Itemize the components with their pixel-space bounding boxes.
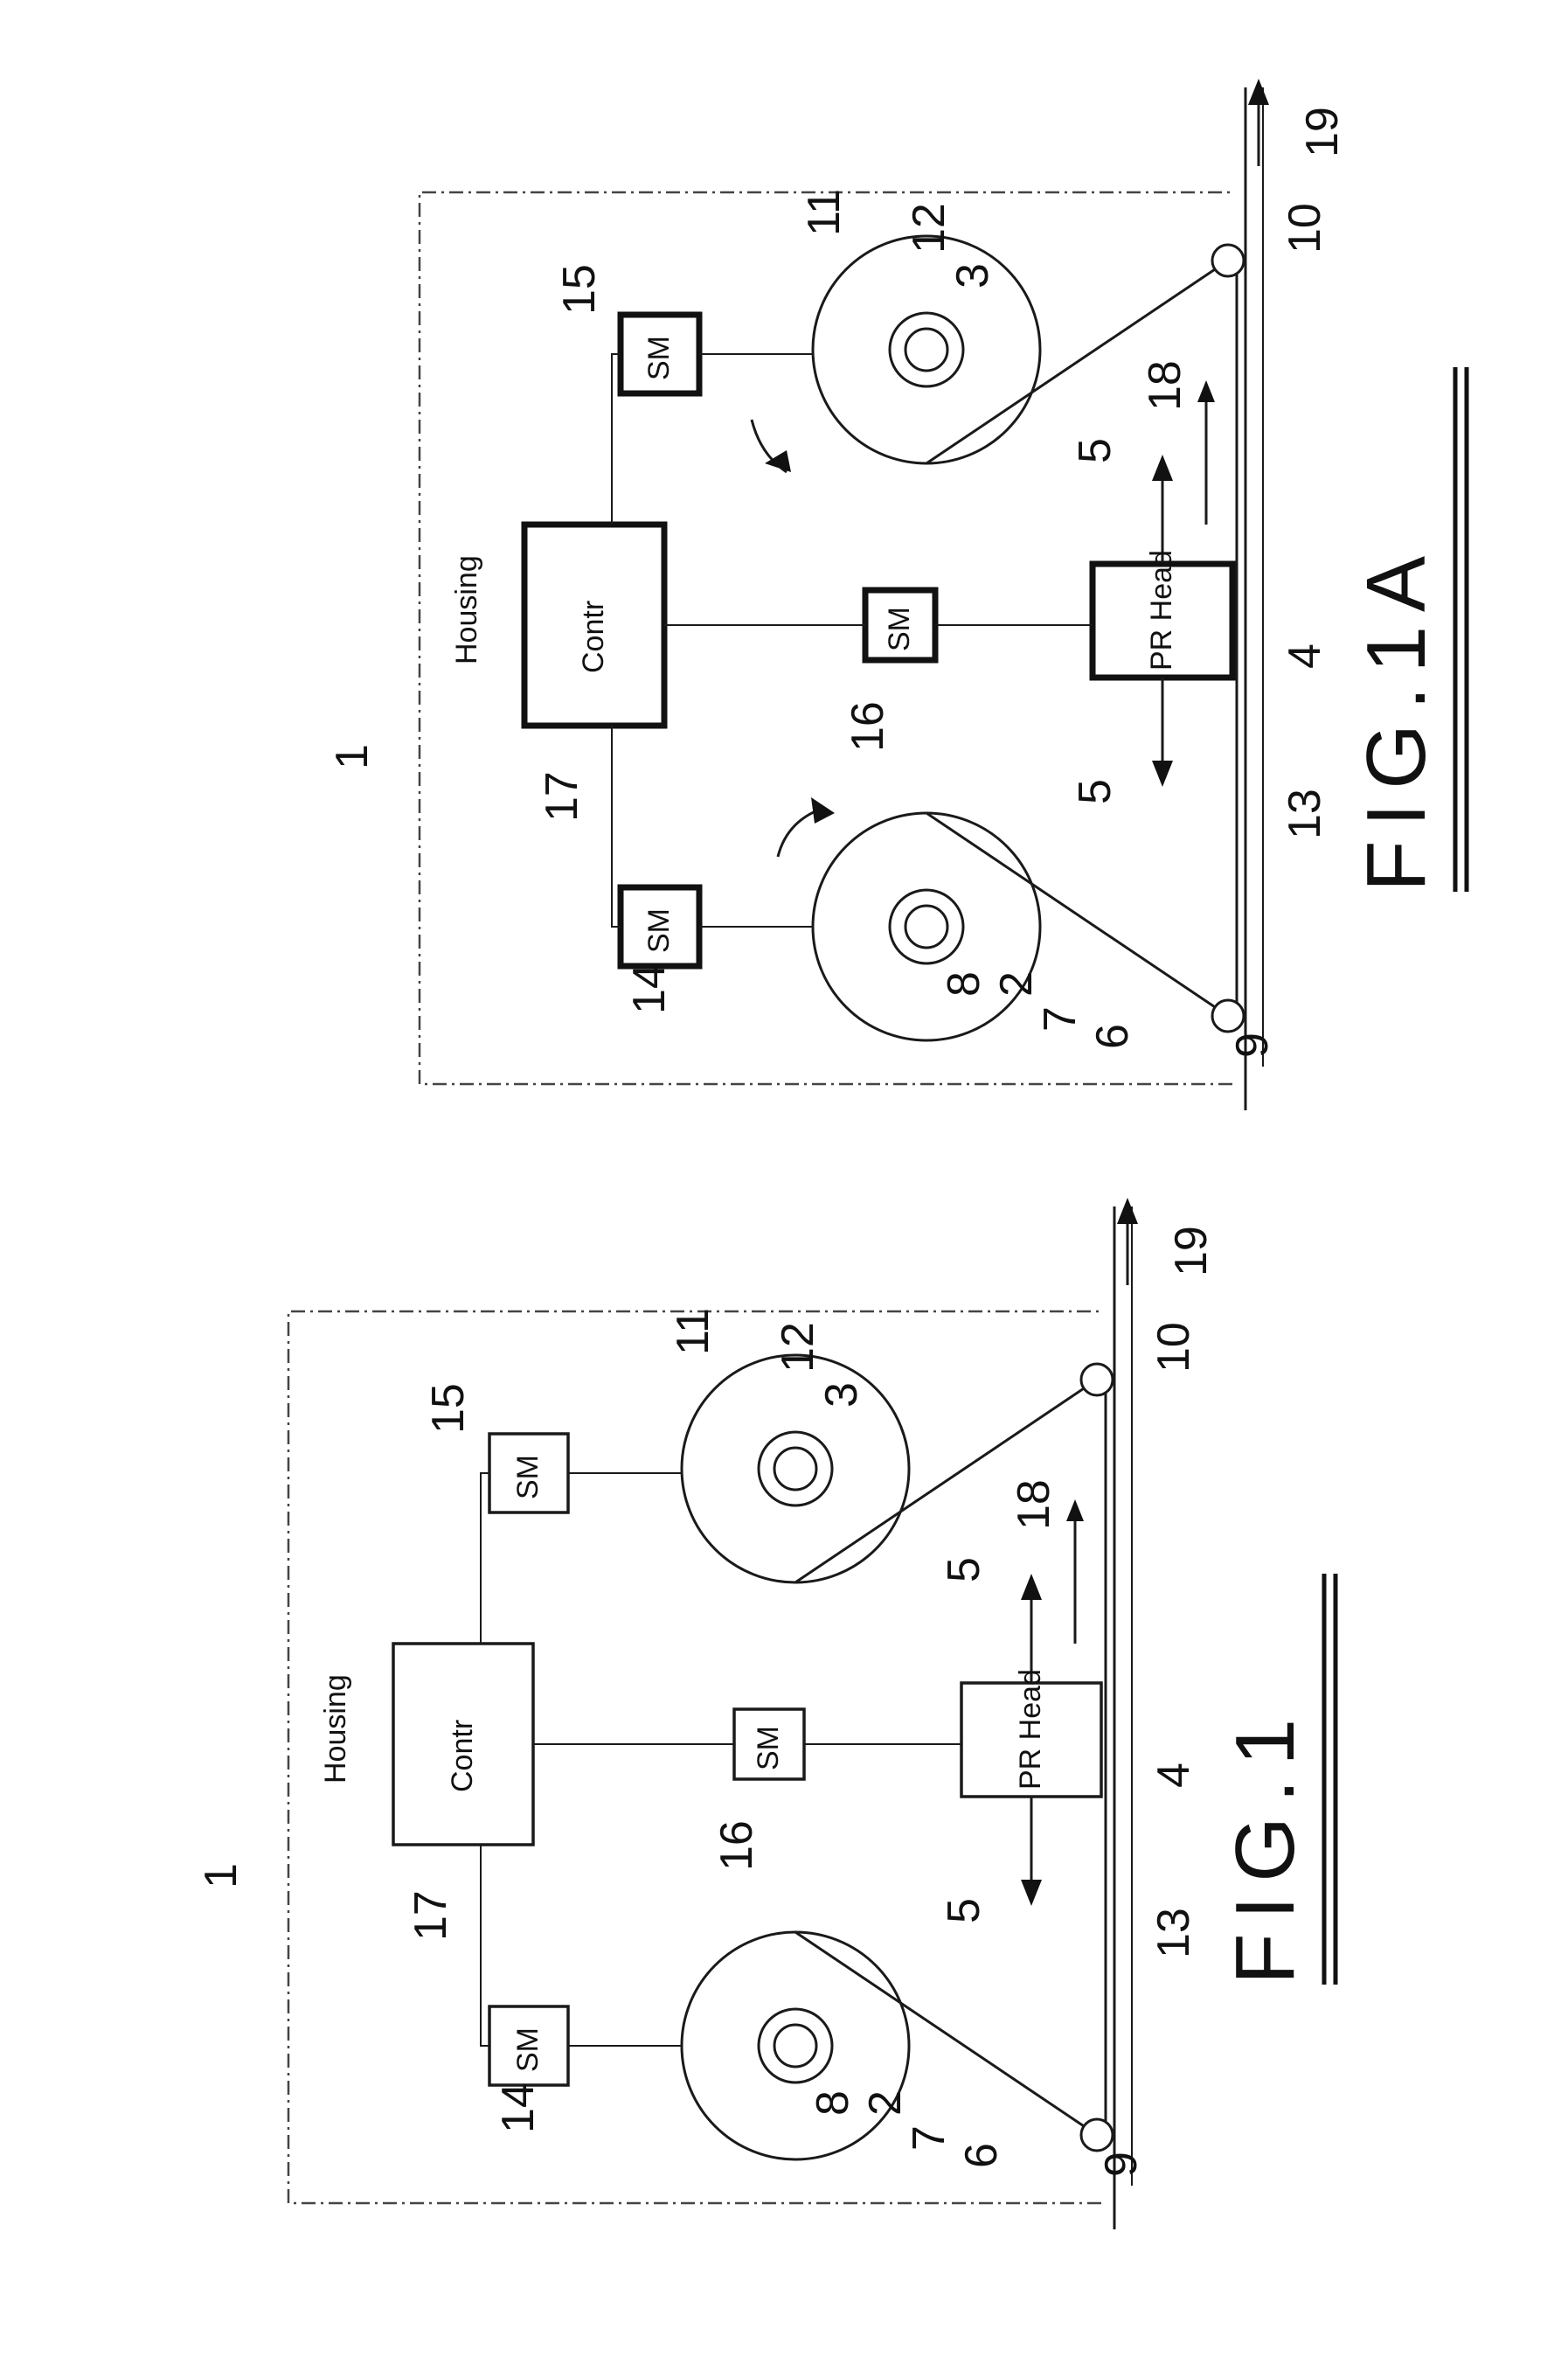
head-move-right-head (1021, 1574, 1042, 1600)
figure-1: Housing Contr SM SM SM PR Head 1 2 3 4 5… (196, 1198, 1336, 2229)
ref-19: 19 (1166, 1226, 1217, 1276)
ref-5a: 5 (939, 1898, 989, 1923)
feed-arrow-head (1248, 79, 1269, 105)
head-move-left-head (1021, 1880, 1042, 1906)
figure-1a: Housing Contr SM SM SM PR Head 1 2 3 4 5… (327, 79, 1467, 1110)
sm15-label: SM (642, 336, 676, 380)
supply-reel-shaft (905, 906, 947, 948)
head-move-right-head (1152, 455, 1173, 481)
ref-12: 12 (904, 203, 954, 254)
feed-arrow-head (1117, 1198, 1138, 1224)
guide-roller-9 (1081, 2119, 1113, 2151)
ref-4: 4 (1280, 643, 1330, 669)
ref-5b: 5 (939, 1557, 989, 1582)
ref-1: 1 (196, 1863, 246, 1888)
ref-2: 2 (860, 2090, 911, 2116)
ref-6: 6 (956, 2143, 1007, 2168)
ref-14: 14 (493, 2082, 544, 2133)
ref-8: 8 (939, 971, 989, 997)
ref-6: 6 (1087, 1024, 1138, 1049)
sm16-label: SM (883, 607, 916, 651)
takeup-reel-shaft (905, 329, 947, 371)
supply-rotation-head (811, 797, 835, 824)
ref-11: 11 (668, 1308, 718, 1355)
ref-17: 17 (406, 1890, 456, 1941)
ref-4: 4 (1148, 1763, 1199, 1788)
ref-15: 15 (423, 1383, 474, 1434)
guide-roller-9 (1212, 1000, 1244, 1032)
housing-label: Housing (450, 555, 483, 664)
ref-8: 8 (808, 2090, 858, 2116)
supply-reel-shaft (774, 2025, 816, 2067)
ref-16: 16 (711, 1820, 762, 1871)
ref-18: 18 (1140, 360, 1190, 411)
ref-7: 7 (1035, 1006, 1086, 1032)
ref-3: 3 (816, 1382, 867, 1408)
ref-17: 17 (537, 771, 587, 822)
ref-5a: 5 (1070, 779, 1120, 804)
ref-9: 9 (1096, 2152, 1147, 2177)
controller-label: Contr (446, 1720, 479, 1792)
ref-16: 16 (843, 701, 893, 752)
figure-caption: FIG.1A (1349, 542, 1443, 892)
ref-10: 10 (1148, 1322, 1199, 1373)
sm15-label: SM (511, 1455, 545, 1499)
ref-18: 18 (1009, 1479, 1059, 1530)
ref-14: 14 (624, 963, 675, 1014)
ref-1: 1 (327, 744, 378, 769)
ref-10: 10 (1280, 203, 1330, 254)
ref-3: 3 (947, 263, 998, 289)
controller-label: Contr (577, 601, 610, 673)
ref-12: 12 (773, 1322, 823, 1373)
figure-caption: FIG.1 (1218, 1705, 1312, 1985)
print-head-label: PR Head (1145, 550, 1178, 671)
guide-roller-10 (1081, 1364, 1113, 1395)
housing-label: Housing (319, 1674, 352, 1784)
head-move-left-head (1152, 761, 1173, 787)
sm14-label: SM (511, 2027, 545, 2072)
ref-5b: 5 (1070, 438, 1120, 463)
ref-13: 13 (1148, 1908, 1199, 1958)
ref-15: 15 (554, 264, 605, 315)
ref-9: 9 (1227, 1033, 1278, 1058)
guide-roller-10 (1212, 245, 1244, 276)
takeup-reel-shaft (774, 1448, 816, 1490)
ref-19: 19 (1297, 107, 1348, 157)
tape-arrow-18-head (1066, 1499, 1084, 1521)
sm14-label: SM (642, 908, 676, 953)
ref-13: 13 (1280, 789, 1330, 839)
ref-7: 7 (904, 2125, 954, 2151)
tape-arrow-18-head (1197, 380, 1215, 402)
sm16-label: SM (752, 1726, 785, 1770)
ref-2: 2 (991, 971, 1042, 997)
ref-11: 11 (799, 189, 850, 236)
print-head-label: PR Head (1014, 1669, 1047, 1790)
